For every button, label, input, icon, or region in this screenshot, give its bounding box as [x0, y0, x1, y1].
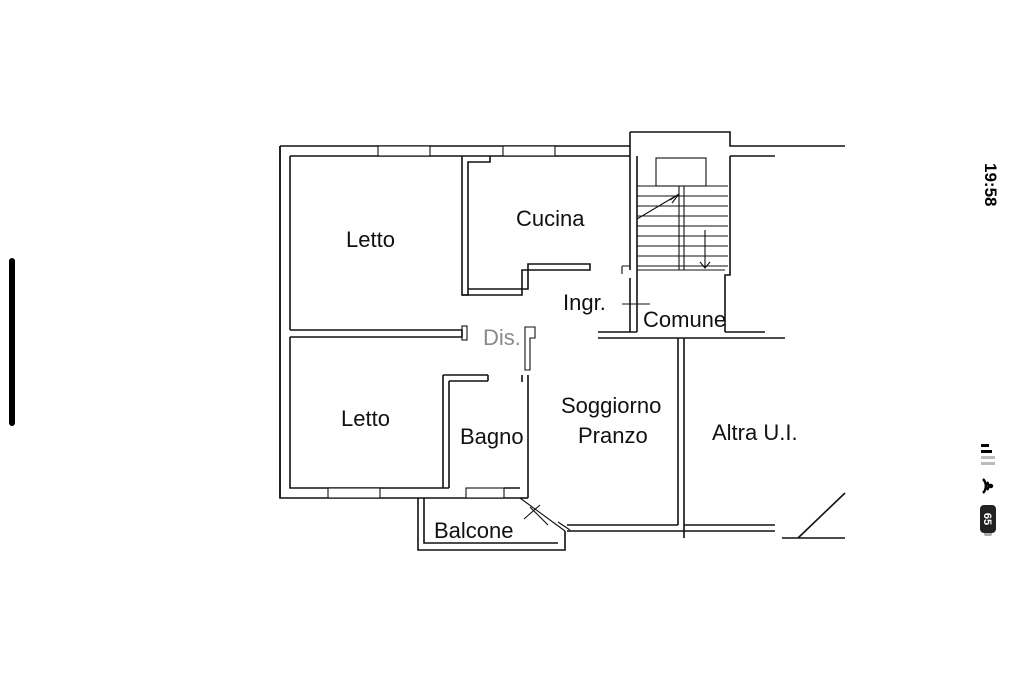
window-bagno — [465, 487, 505, 499]
room-label-ingresso: Ingr. — [563, 290, 606, 315]
room-label-letto-top: Letto — [346, 227, 395, 252]
interior-walls — [290, 156, 846, 539]
window-letto-top — [377, 145, 431, 157]
room-label-altra-ui: Altra U.I. — [712, 420, 798, 445]
status-time-text: 19:58 — [981, 163, 1000, 207]
home-indicator[interactable] — [9, 258, 15, 426]
room-label-balcone: Balcone — [434, 518, 514, 543]
status-time: 19:58 — [978, 163, 1000, 223]
room-label-comune: Comune — [643, 307, 726, 332]
exterior-walls — [279, 131, 845, 499]
battery-icon: 65 — [979, 505, 997, 537]
room-label-pranzo: Pranzo — [578, 423, 648, 448]
signal-icon — [979, 442, 995, 468]
room-label-disimpegno: Dis. — [483, 325, 521, 350]
stairs — [621, 157, 728, 305]
window-letto-bottom — [327, 487, 381, 499]
window-cucina — [502, 145, 556, 157]
room-label-cucina: Cucina — [516, 206, 585, 231]
room-label-bagno: Bagno — [460, 424, 524, 449]
room-label-letto-bottom: Letto — [341, 406, 390, 431]
wifi-icon — [979, 475, 997, 497]
room-label-soggiorno: Soggiorno — [561, 393, 661, 418]
battery-level-text: 65 — [981, 512, 993, 526]
balcony — [417, 497, 571, 551]
